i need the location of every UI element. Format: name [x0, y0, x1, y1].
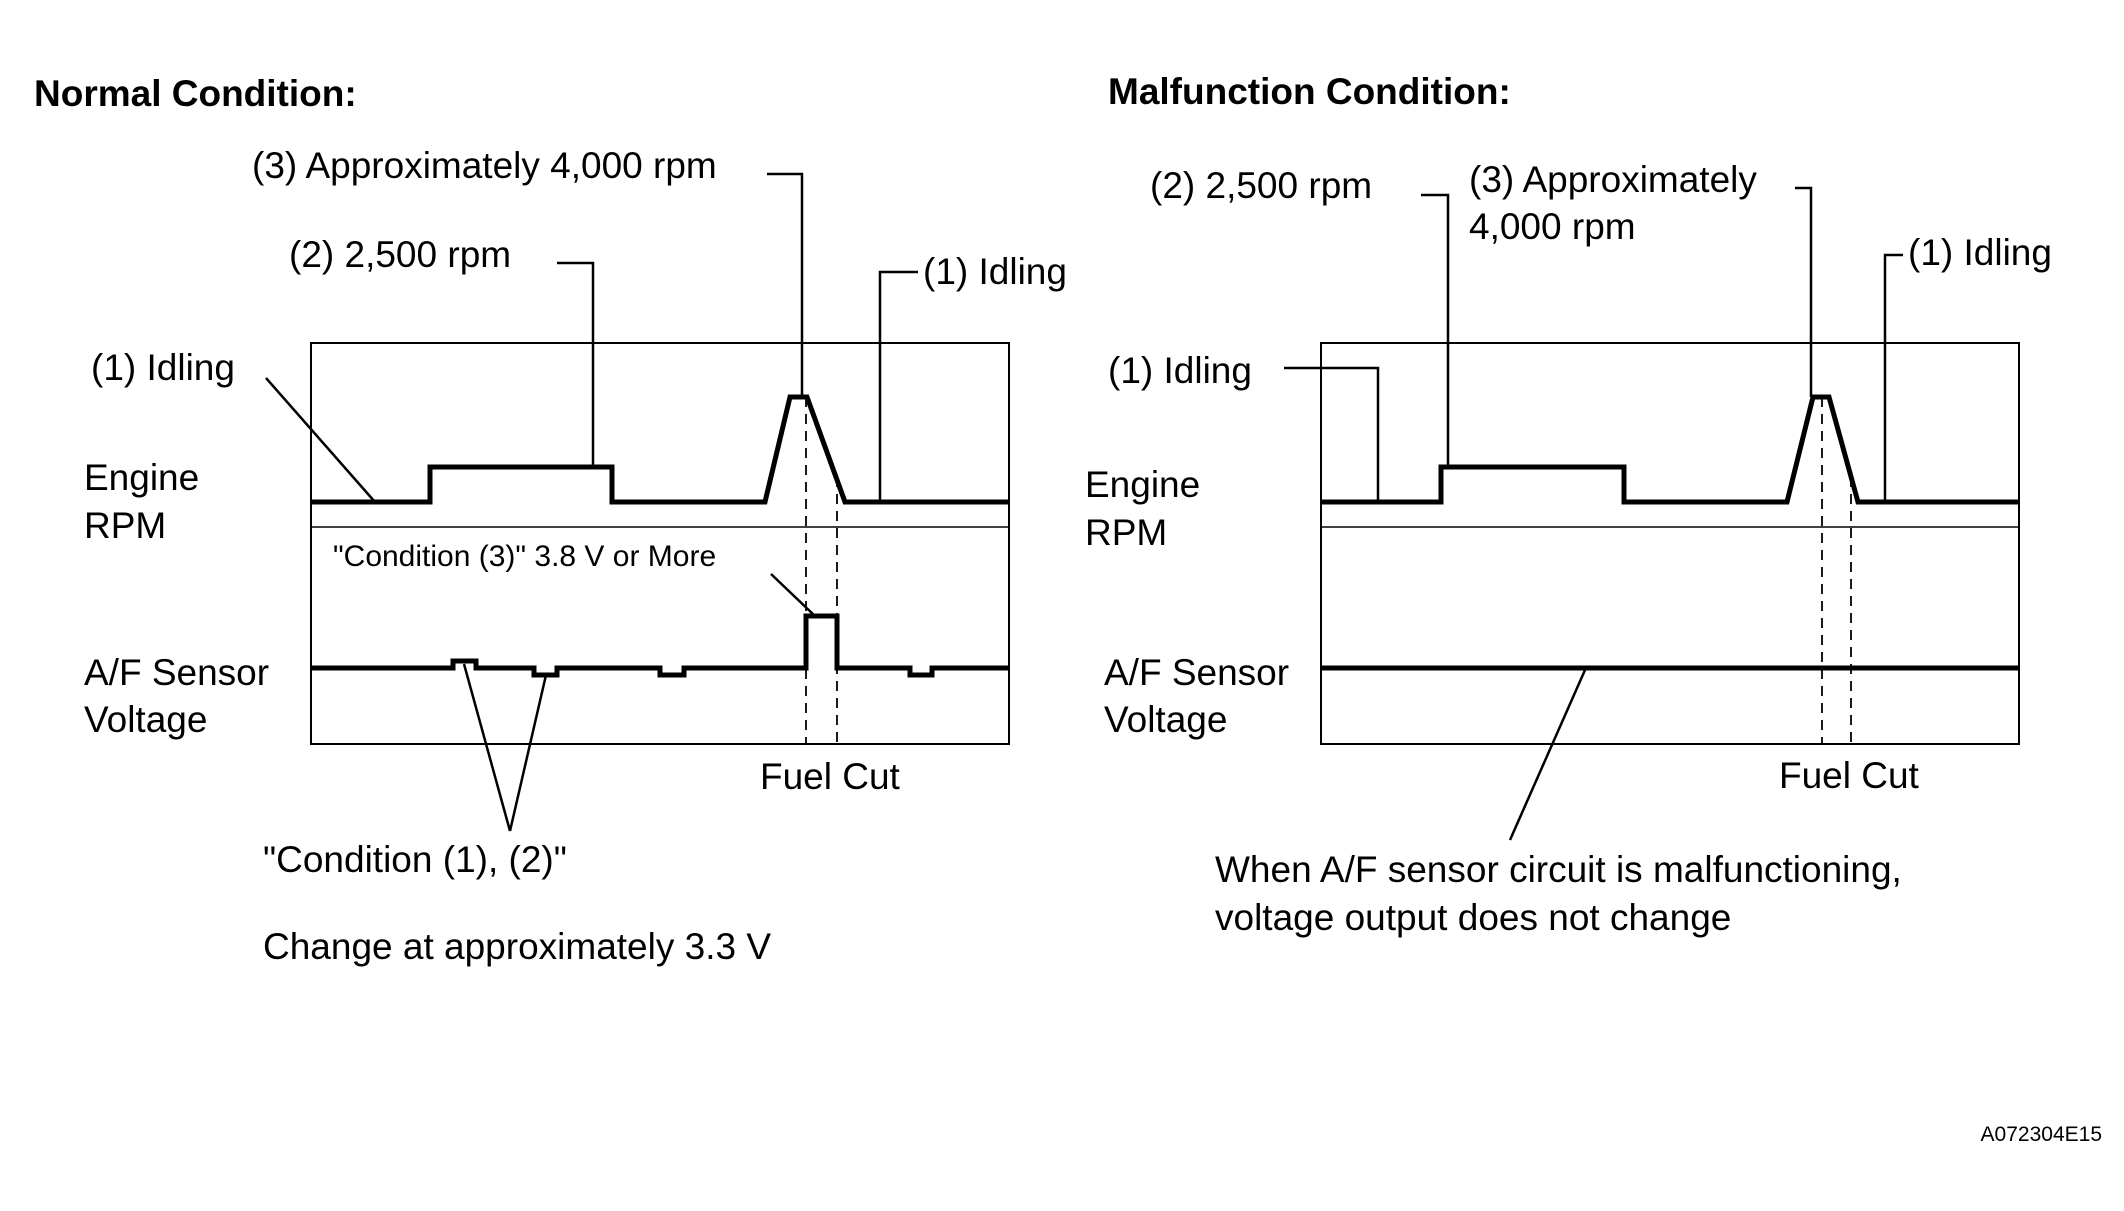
normal-row-label-rpm: RPM — [84, 505, 166, 546]
normal-leader-idling-left — [265, 377, 376, 503]
malfunction-note-line1: When A/F sensor circuit is malfunctionin… — [1215, 849, 1902, 890]
malfunction-row-label-af-sensor: A/F Sensor — [1104, 652, 1289, 693]
normal-leader-approx-4000 — [767, 172, 804, 397]
malfunction-leader-2500 — [1421, 193, 1450, 467]
malfunction-row-label-engine: Engine — [1085, 464, 1200, 505]
malfunction-label-idling-right: (1) Idling — [1908, 232, 2052, 273]
normal-leader-idling-right — [878, 270, 918, 502]
malfunction-condition-panel: Malfunction Condition: (2) 2,500 rpm (3)… — [1085, 71, 2052, 938]
normal-af-voltage-trace — [311, 613, 1009, 678]
malfunction-label-approx-line2: 4,000 rpm — [1469, 206, 1636, 247]
malfunction-leader-approx-4000 — [1795, 186, 1813, 397]
malfunction-leader-note — [1508, 669, 1587, 841]
normal-label-2500: (2) 2,500 rpm — [289, 234, 511, 275]
normal-graph-frame — [310, 342, 1010, 745]
normal-leader-condition1 — [462, 663, 512, 832]
malfunction-engine-rpm-trace — [1321, 394, 2019, 505]
malfunction-graph-frame — [1320, 342, 2020, 745]
normal-row-label-voltage: Voltage — [84, 699, 207, 740]
malfunction-row-label-voltage: Voltage — [1104, 699, 1227, 740]
normal-label-fuel-cut: Fuel Cut — [760, 756, 901, 797]
malfunction-title: Malfunction Condition: — [1108, 71, 1511, 112]
malfunction-leader-idling-right — [1883, 253, 1903, 502]
normal-label-idling-right: (1) Idling — [923, 251, 1067, 292]
figure-code: A072304E15 — [1981, 1123, 2102, 1146]
malfunction-label-idling-left: (1) Idling — [1108, 350, 1252, 391]
normal-label-change: Change at approximately 3.3 V — [263, 926, 771, 967]
normal-label-condition12: "Condition (1), (2)" — [263, 839, 567, 880]
normal-leader-condition2 — [508, 674, 548, 832]
normal-label-condition3: "Condition (3)" 3.8 V or More — [333, 540, 716, 573]
normal-condition-panel: Normal Condition: (3) Approximately 4,00… — [34, 73, 1067, 967]
malfunction-label-fuel-cut: Fuel Cut — [1779, 755, 1920, 796]
normal-label-idling-left: (1) Idling — [91, 347, 235, 388]
malfunction-leader-idling-left — [1284, 366, 1380, 502]
malfunction-label-approx-line1: (3) Approximately — [1469, 159, 1757, 200]
normal-row-label-af-sensor: A/F Sensor — [84, 652, 269, 693]
malfunction-label-2500: (2) 2,500 rpm — [1150, 165, 1372, 206]
normal-row-label-engine: Engine — [84, 457, 199, 498]
normal-title: Normal Condition: — [34, 73, 357, 114]
normal-leader-condition3 — [770, 573, 816, 617]
normal-engine-rpm-trace — [311, 394, 1009, 505]
malfunction-row-label-rpm: RPM — [1085, 512, 1167, 553]
normal-label-approx-4000: (3) Approximately 4,000 rpm — [252, 145, 717, 186]
normal-leader-2500 — [557, 261, 595, 467]
malfunction-note-line2: voltage output does not change — [1215, 897, 1731, 938]
